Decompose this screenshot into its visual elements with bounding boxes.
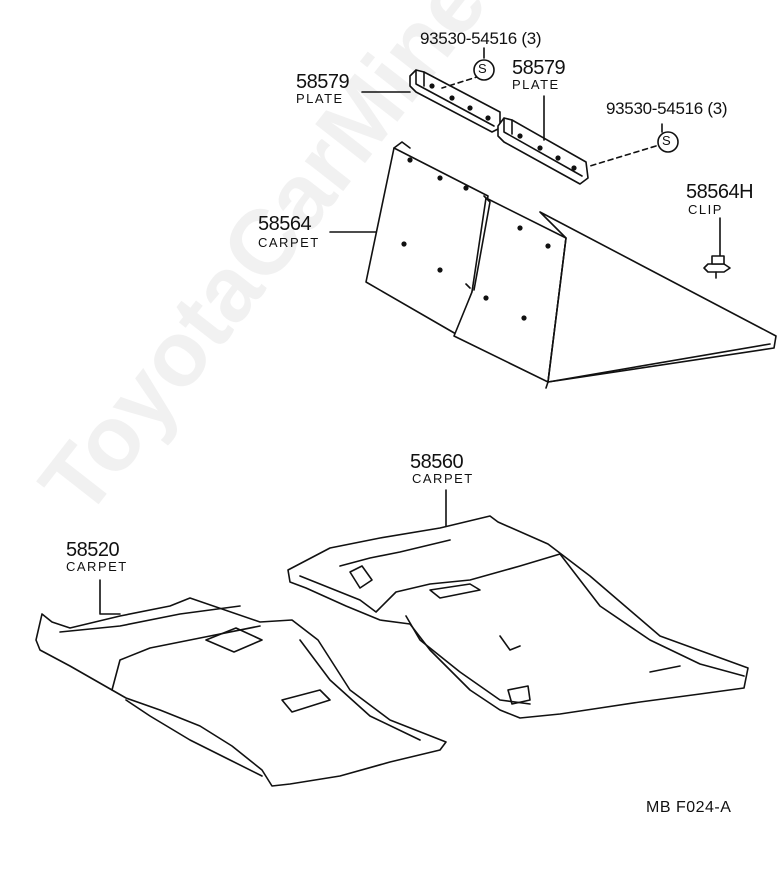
carpet-center-drawing [287, 515, 749, 719]
carpet-rear-name: CARPET [258, 235, 320, 250]
screw-right-symbol: S [662, 133, 671, 148]
plate-right-drawing [497, 117, 589, 185]
clip-number: 58564H [686, 181, 754, 203]
carpet-front-name: CARPET [66, 559, 128, 574]
plate-left-number: 58579 [296, 71, 350, 93]
screw-top-symbol: S [478, 61, 487, 76]
plate-right-name: PLATE [512, 77, 560, 92]
figure-code: MB F024-A [646, 799, 732, 816]
carpet-front-number: 58520 [66, 539, 120, 561]
screw-top-number: 93530-54516 (3) [420, 29, 542, 48]
clip-drawing [703, 255, 731, 279]
screw-right-number: 93530-54516 (3) [606, 99, 728, 118]
clip-name: CLIP [688, 202, 723, 217]
plate-right-number: 58579 [512, 57, 566, 79]
carpet-front-drawing [35, 597, 447, 787]
carpet-rear-drawing [365, 141, 777, 389]
plate-left-drawing [409, 69, 501, 133]
carpet-center-number: 58560 [410, 451, 464, 473]
carpet-rear-number: 58564 [258, 213, 312, 235]
plate-left-name: PLATE [296, 91, 344, 106]
carpet-center-name: CARPET [412, 471, 474, 486]
